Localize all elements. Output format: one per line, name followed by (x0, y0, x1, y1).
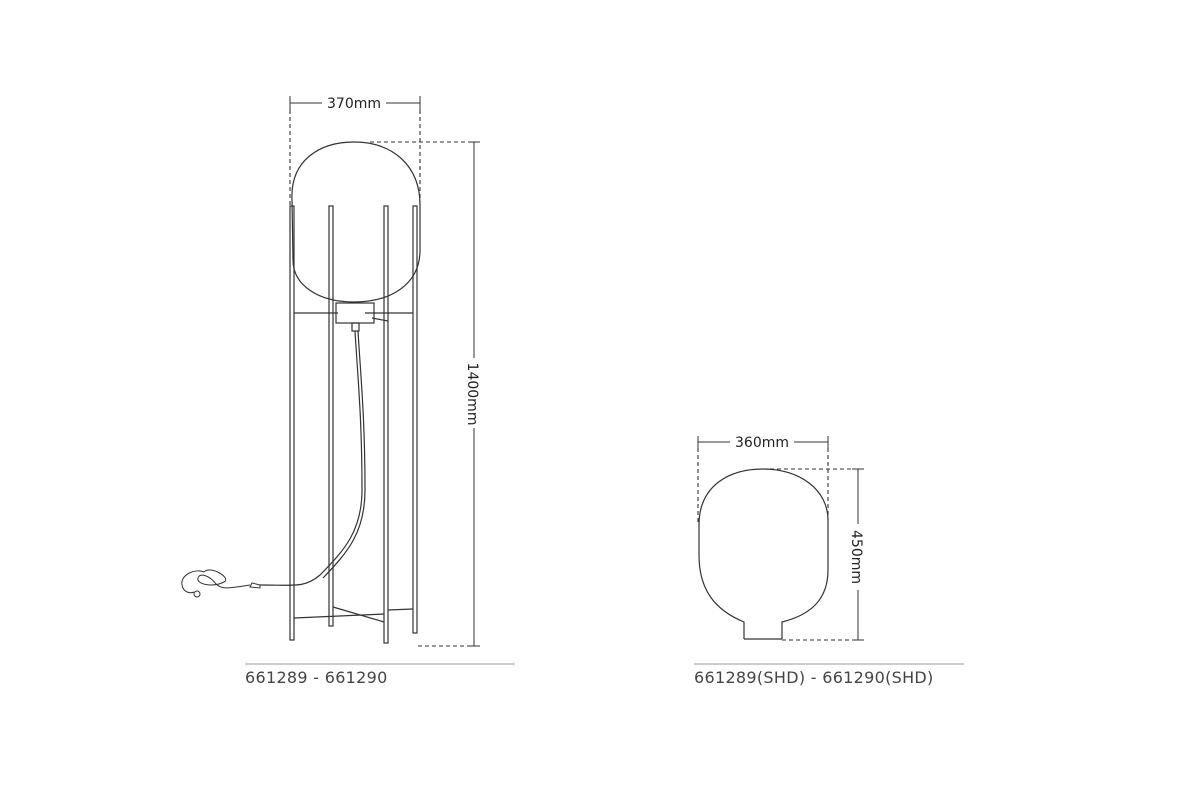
lamp-height-dimension: 1400mm (464, 141, 480, 647)
lamp-height-label: 1400mm (464, 363, 480, 426)
floor-lamp-drawing: 370mm 1400mm (181, 96, 515, 687)
lamp-upper-crossbars (294, 312, 413, 322)
lamp-frame-legs (289, 205, 418, 644)
shade-height-dimension: 450mm (848, 468, 864, 641)
shade-outline (698, 468, 829, 632)
lamp-power-cable (181, 330, 366, 598)
lamp-socket-box (335, 302, 375, 332)
lamp-width-dimension: 370mm (289, 96, 421, 205)
shade-drawing: 360mm 450mm 661289(SHD) - 661290(SHD) (694, 435, 964, 687)
shade-width-dimension: 360mm (697, 435, 829, 525)
shade-product-codes: 661289(SHD) - 661290(SHD) (694, 668, 934, 687)
lamp-product-codes: 661289 - 661290 (245, 668, 388, 687)
lamp-width-label: 370mm (327, 96, 381, 112)
lamp-lower-crossbars (293, 606, 414, 623)
lamp-globe-shade (291, 141, 421, 303)
shade-height-label: 450mm (848, 530, 864, 584)
shade-width-label: 360mm (735, 435, 789, 451)
